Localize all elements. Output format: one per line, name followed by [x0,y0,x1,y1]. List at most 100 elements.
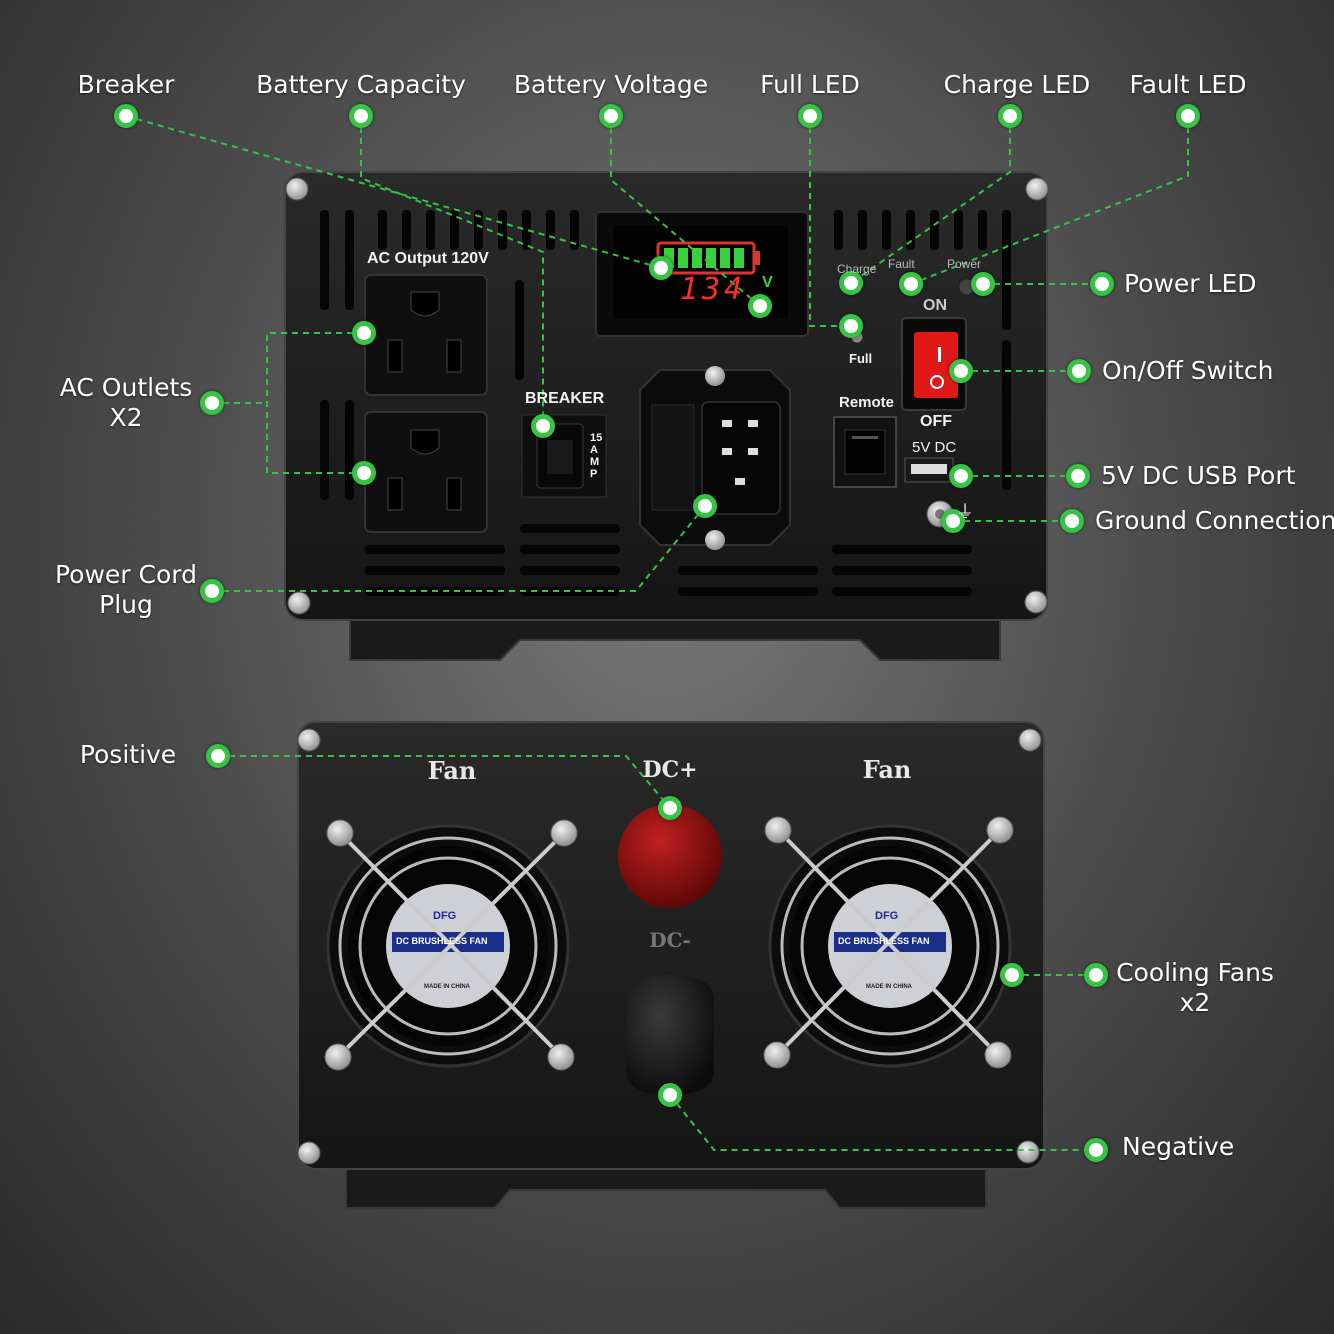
lcd-unit: V [762,274,773,291]
callout-dot [949,359,973,383]
power-led-label: Power [947,257,982,271]
screw [1024,590,1048,614]
callout-dot [998,104,1022,128]
callout-usb-port: 5V DC USB Port [1101,461,1296,490]
callout-negative: Negative [1122,1132,1235,1161]
callout-cooling-fans-line2: x2 [1179,988,1211,1017]
callout-dot [693,494,717,518]
front-bottom-vents [365,524,972,596]
breaker-label: BREAKER [525,390,605,407]
dc-plus-label: DC+ [642,757,698,783]
screw [285,177,309,201]
fault-led-label: Fault [888,257,915,271]
breaker-rating: 15 A M P [590,432,602,480]
callout-ground-connection: Ground Connection [1095,506,1334,535]
callout-dot [352,321,376,345]
usb-label: 5V DC [912,439,957,456]
callout-dot [899,272,923,296]
callout-charge-led: Charge LED [943,70,1091,99]
callout-dot [649,256,673,280]
breaker-rating-a: A [590,444,598,456]
remote-label: Remote [839,394,895,411]
callout-dot [1000,963,1024,987]
callout-power-led: Power LED [1124,269,1257,298]
callout-breaker: Breaker [77,70,175,99]
callout-dot [1084,963,1108,987]
callout-dot [352,461,376,485]
cooling-fan [763,816,1014,1069]
switch-off-label: OFF [920,413,952,430]
screw [1018,728,1042,752]
callout-cooling-fans: Cooling Fans x2 [1116,958,1274,1018]
callout-dot [941,509,965,533]
front-top-vents-right [834,210,1011,490]
dc-negative-terminal [626,975,714,1095]
callout-dot [200,391,224,415]
screw [297,1141,321,1165]
ground-symbol: ⏚ [956,502,974,522]
callout-lines [125,115,1189,1151]
dc-minus-label: DC- [649,928,691,952]
screw [1016,1140,1040,1164]
usb-port [904,457,954,483]
callout-dot [658,1083,682,1107]
fan-made-right: MADE IN CHINA [866,984,912,990]
callout-dot [531,414,555,438]
breaker-rating-p: P [590,468,598,480]
callout-battery-voltage: Battery Voltage [513,70,709,99]
fan-text-right: DC BRUSHLESS FAN [838,936,930,946]
callout-ac-outlets-line2: X2 [109,403,143,432]
rear-base-foot [345,1159,987,1209]
callout-power-cord-plug: Power Cord Plug [55,560,197,620]
callout-dot [599,104,623,128]
callout-dot [839,314,863,338]
callout-dot [200,579,224,603]
full-led-label: Full [849,351,873,366]
callout-dot [658,796,682,820]
callout-dot [1090,272,1114,296]
switch-on-label: ON [923,297,947,314]
screw [287,591,311,615]
callout-power-cord-line2: Plug [99,590,153,619]
callout-ac-outlets-line1: AC Outlets [59,373,193,402]
fan-made-left: MADE IN CHINA [424,984,470,990]
callout-dot [1084,1138,1108,1162]
callout-positive: Positive [79,740,177,769]
fan-left-label: Fan [427,756,477,785]
screw [1025,177,1049,201]
lcd-reading: 134 [680,272,747,307]
callout-dot [1176,104,1200,128]
cooling-fan [324,819,578,1071]
rear-unit [297,721,1045,1209]
callout-full-led: Full LED [760,70,860,99]
callout-dot [839,271,863,295]
fan-brand-left: DFG [433,910,457,922]
callout-dot [1060,509,1084,533]
callout-cooling-fans-line1: Cooling Fans [1116,958,1274,987]
callout-dot [349,104,373,128]
fan-brand-right: DFG [875,910,899,922]
power-cord-socket [639,366,791,550]
fan-right-label: Fan [862,755,912,784]
ac-outlet [364,411,488,533]
callout-onoff-switch: On/Off Switch [1102,356,1274,385]
callout-fault-led: Fault LED [1129,70,1247,99]
screw [297,728,321,752]
callout-dot [206,744,230,768]
ac-outlet [364,274,488,396]
onoff-rocker [901,317,967,411]
callout-dot [748,294,772,318]
remote-port [833,416,897,488]
callout-dot [1067,359,1091,383]
front-top-vents-left [320,210,579,500]
callout-dot [949,464,973,488]
dc-positive-terminal [618,804,722,908]
callout-dot [971,272,995,296]
breaker-rating-m: M [590,456,600,468]
callout-ac-outlets: AC Outlets X2 [60,373,193,433]
breaker-rating-15: 15 [590,432,603,444]
callout-dot [1066,464,1090,488]
callout-dot [114,104,138,128]
callout-battery-capacity: Battery Capacity [256,70,466,99]
